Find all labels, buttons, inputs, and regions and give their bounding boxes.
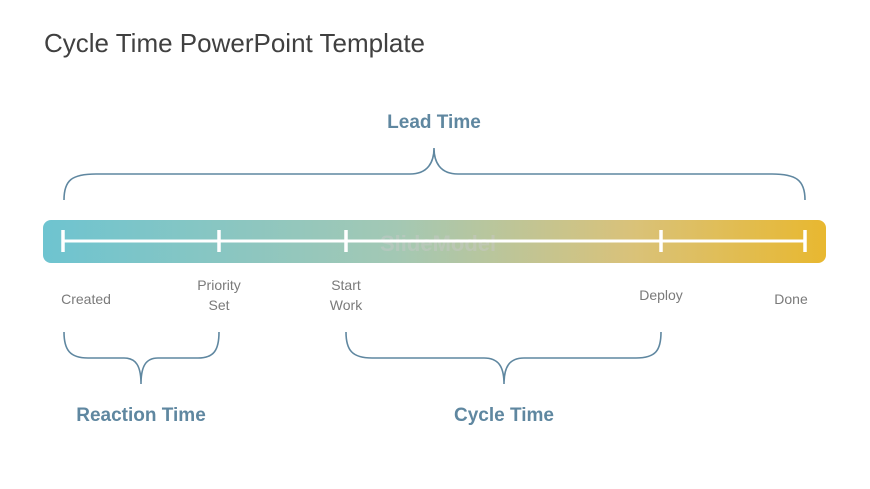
reaction-time-label: Reaction Time xyxy=(76,405,206,426)
stage-label-created: Created xyxy=(61,291,111,307)
stage-label-done: Done xyxy=(774,291,808,307)
reaction-time-brace xyxy=(63,331,220,385)
stage-label-priority-set-line1: Priority xyxy=(197,277,241,293)
lead-time-label: Lead Time xyxy=(387,112,481,133)
stage-label-start-work-line2: Work xyxy=(330,297,363,313)
stage-label-priority-set-line2: Set xyxy=(208,297,229,313)
stage-label-deploy: Deploy xyxy=(639,287,683,303)
slide-title: Cycle Time PowerPoint Template xyxy=(44,28,426,58)
lead-time-brace xyxy=(63,147,806,201)
cycle-time-label: Cycle Time xyxy=(454,405,554,426)
cycle-time-brace xyxy=(345,331,662,385)
stage-label-start-work-line1: Start xyxy=(331,277,361,293)
watermark-text: SlideModel xyxy=(380,231,496,256)
